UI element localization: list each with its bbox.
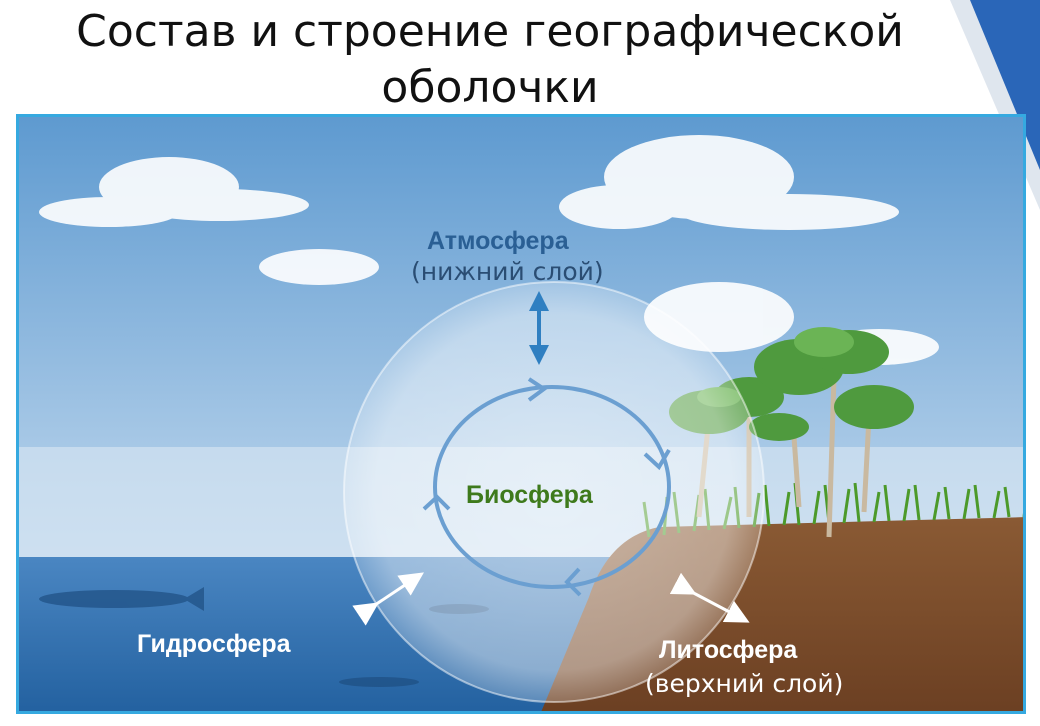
hydrosphere-label: Гидросфера <box>137 630 291 658</box>
atmosphere-arrow <box>529 291 549 365</box>
geosphere-diagram: Атмосфера (нижний слой) Биосфера Гидросф… <box>16 114 1026 714</box>
scene-illustration <box>19 117 1023 711</box>
lithosphere-label: Литосфера <box>659 636 798 664</box>
lithosphere-sublabel: (верхний слой) <box>645 669 844 698</box>
title-line-1: Состав и строение географической <box>76 6 904 57</box>
lithosphere-arrow <box>669 572 750 623</box>
biosphere-bubble <box>343 281 765 703</box>
biosphere-cycle <box>422 377 671 597</box>
atmosphere-sublabel: (нижний слой) <box>411 257 604 286</box>
title-line-2: оболочки <box>381 62 599 113</box>
atmosphere-label: Атмосфера <box>427 227 569 255</box>
biosphere-label: Биосфера <box>466 481 593 509</box>
hydrosphere-arrow <box>352 572 424 626</box>
page-title: Состав и строение географической оболочк… <box>0 0 980 116</box>
clouds <box>39 135 939 365</box>
